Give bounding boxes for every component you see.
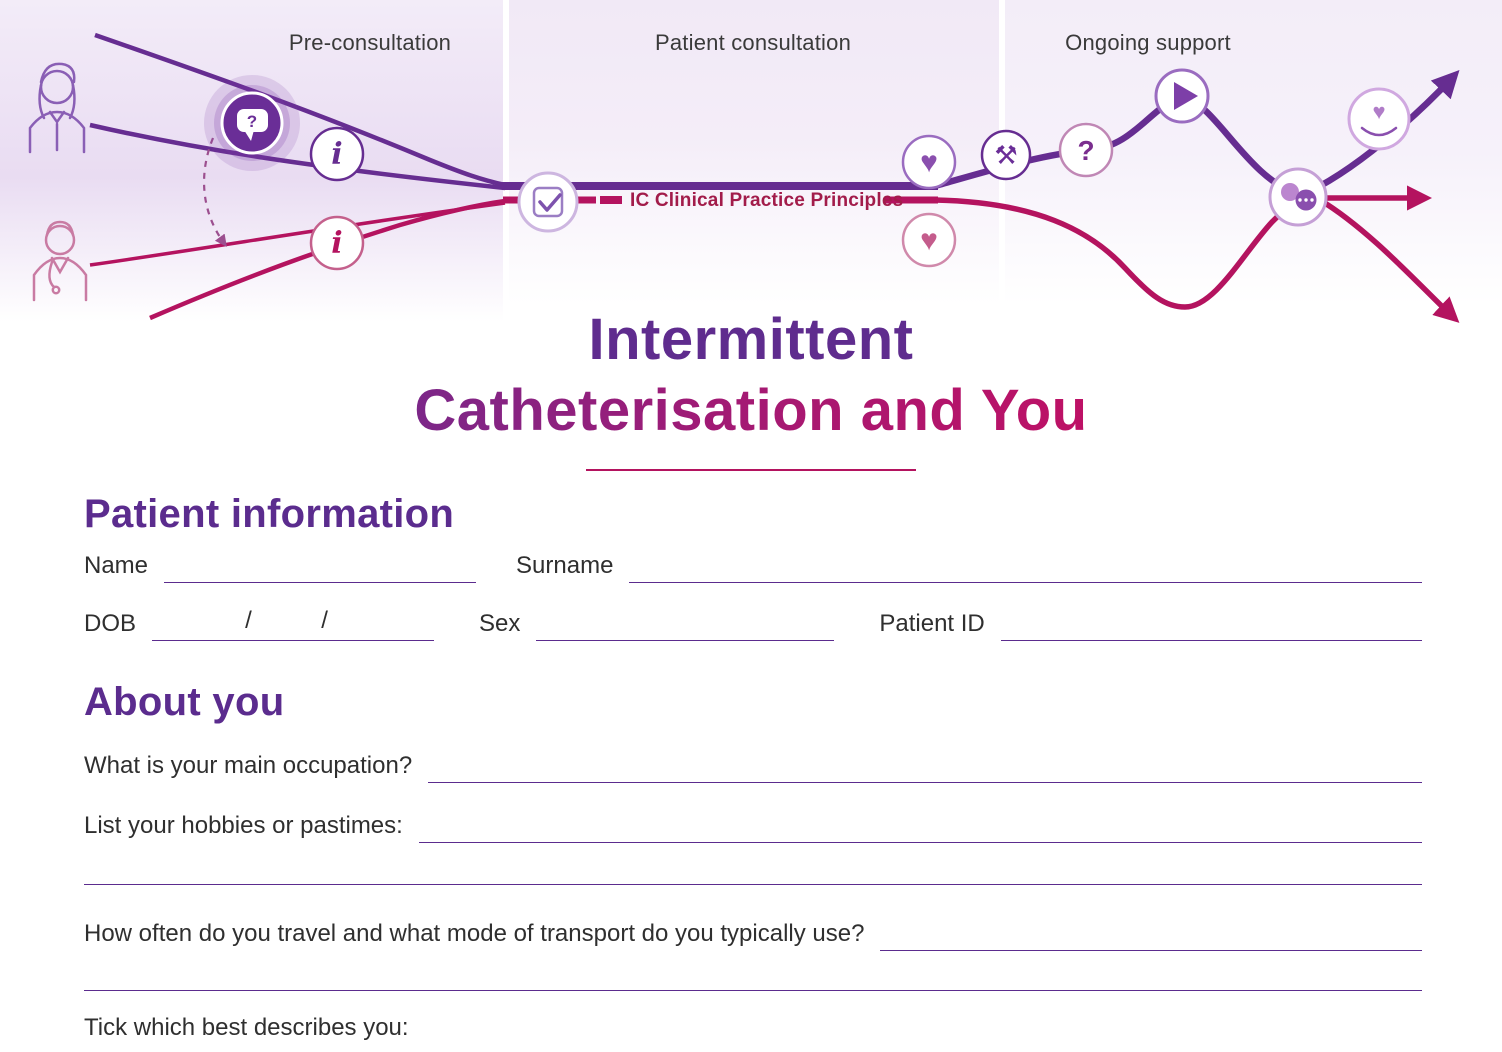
phase-panel-pre-consultation [0, 0, 503, 322]
name-label: Name [84, 552, 149, 579]
title-divider [586, 469, 916, 471]
svg-text:?: ? [1077, 135, 1094, 166]
clinician-journey-line [89, 185, 1460, 323]
svg-text:♥: ♥ [920, 146, 938, 179]
hobbies-input-line-2[interactable] [84, 884, 1422, 885]
svg-text:i: i [331, 137, 342, 172]
travel-input-line[interactable] [880, 924, 1422, 951]
page-title: Intermittent Catheterisation and You [0, 305, 1502, 447]
occupation-input-line[interactable] [428, 756, 1422, 783]
journey-diagram: IC Clinical Practice Principles ? i i [28, 32, 1460, 323]
dob-slash: / [321, 607, 328, 634]
hobbies-input-line[interactable] [418, 816, 1422, 843]
page-title-line1: Intermittent [588, 307, 914, 372]
dob-label: DOB [84, 610, 137, 637]
travel-row: How often do you travel and what mode of… [84, 920, 1422, 951]
play-icon [1154, 68, 1210, 124]
svg-text:i: i [331, 226, 342, 261]
phase-label-patient-consultation: Patient consultation [654, 30, 852, 55]
dob-input-line[interactable]: / / [152, 607, 435, 641]
tick-describes-row: Tick which best describes you: [84, 1014, 1422, 1045]
chat-icon [1268, 167, 1328, 227]
patient-information-heading: Patient information [84, 492, 455, 536]
name-surname-row: Name Surname [84, 552, 1422, 583]
heart-icon-magenta: ♥ [901, 212, 957, 268]
info-icon-magenta: i [309, 215, 365, 271]
clinical-principles-label: IC Clinical Practice Principles [630, 190, 903, 211]
question-bubble-icon: ? [204, 75, 300, 171]
svg-text:⚒: ⚒ [994, 140, 1017, 170]
svg-text:♥: ♥ [920, 224, 938, 257]
occupation-question-label: What is your main occupation? [84, 752, 413, 779]
info-icon-purple: i [309, 126, 365, 182]
checklist-icon [517, 171, 579, 233]
tick-describes-label: Tick which best describes you: [84, 1014, 409, 1041]
patient-figure-icon [28, 62, 86, 154]
sex-input-line[interactable] [536, 614, 835, 641]
patient-id-label: Patient ID [879, 610, 985, 637]
hobbies-question-label: List your hobbies or pastimes: [84, 812, 403, 839]
heart-icon-purple: ♥ [901, 134, 957, 190]
name-input-line[interactable] [164, 556, 477, 583]
occupation-row: What is your main occupation? [84, 752, 1422, 783]
phase-label-pre-consultation: Pre-consultation [288, 30, 452, 55]
about-you-heading: About you [84, 680, 285, 724]
clinician-figure-icon [32, 220, 88, 302]
tools-icon: ⚒ [980, 129, 1032, 181]
svg-text:?: ? [247, 112, 257, 131]
travel-question-label: How often do you travel and what mode of… [84, 920, 865, 947]
surname-label: Surname [516, 552, 614, 579]
travel-input-line-2[interactable] [84, 990, 1422, 991]
sex-label: Sex [479, 610, 521, 637]
dob-sex-id-row: DOB / / Sex Patient ID [84, 607, 1422, 641]
dob-slash: / [245, 607, 252, 634]
question-icon: ? [1058, 122, 1114, 178]
surname-input-line[interactable] [629, 556, 1422, 583]
page-title-line2: Catheterisation and You [0, 376, 1502, 447]
svg-text:♥: ♥ [1372, 99, 1385, 124]
hand-heart-icon: ♥ [1347, 87, 1411, 151]
phase-label-ongoing-support: Ongoing support [1065, 30, 1231, 55]
pathway-choice-dashed-arrow [203, 137, 227, 247]
patient-id-input-line[interactable] [1000, 614, 1422, 641]
hobbies-row: List your hobbies or pastimes: [84, 812, 1422, 843]
